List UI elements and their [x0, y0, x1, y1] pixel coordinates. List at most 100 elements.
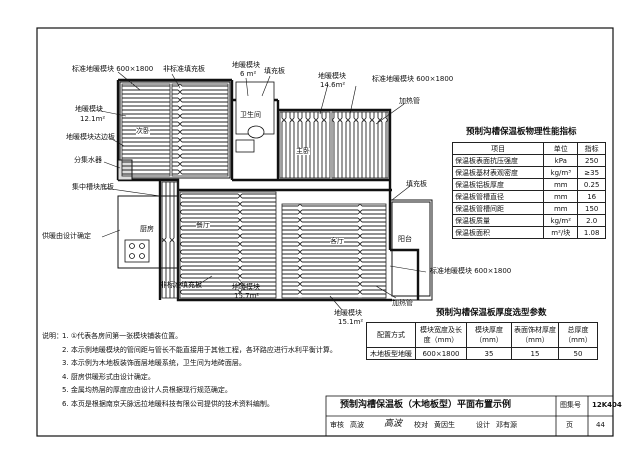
label-loop-board: 地暖模块达边板	[66, 133, 115, 141]
label-heating-pipe-bottom: 加热管	[392, 299, 413, 307]
label-std-module-top-right: 标准地暖模块 600×1800	[372, 75, 454, 83]
page-number: 44	[596, 421, 605, 429]
label-manifold-box: 分集水器	[74, 156, 102, 164]
thickness-table-title: 预制沟槽保温板厚度选型参数	[436, 308, 547, 318]
bathroom-fixtures	[235, 81, 275, 153]
label-floor-module-mid: 地暖模块	[318, 72, 346, 80]
table-header-cell: 单位	[543, 142, 579, 155]
room-kitchen: 厨房	[140, 225, 154, 233]
table-cell: 保温板表面抗压强度	[451, 154, 545, 167]
table-cell: 1.08	[577, 226, 606, 239]
table-cell: 250	[577, 154, 606, 167]
table-header-cell: 模块宽度及长度（mm）	[415, 322, 467, 348]
table-cell: m²/块	[543, 226, 579, 239]
table-cell: kPa	[543, 154, 579, 167]
room-secondary-bedroom: 次卧	[136, 127, 150, 135]
table-cell: 50	[558, 347, 598, 360]
reviewer-signature: 高波	[384, 419, 403, 429]
label-floor-module-small: 地暖模块	[232, 61, 260, 69]
label-fill-board-right: 填充板	[406, 180, 427, 188]
note-item: 4. 厨房供暖形式由设计确定。	[62, 372, 155, 381]
notes-list: 1. ①代表各房间第一张模块铺装位置。 2. 本示例地暖模块的管间距与管长不能直…	[62, 330, 337, 411]
table-cell: 保温板铝板厚度	[451, 178, 545, 191]
label-floor-module-mid-area: 14.6m²	[320, 81, 346, 89]
label-std-module-top-left: 标准地暖模块 600×1800	[72, 65, 154, 73]
label-std-module-right: 标准地暖模块 600×1800	[430, 267, 512, 275]
table-cell: 15	[511, 347, 559, 360]
note-item: 5. 金属均热层的厚度应由设计人员根据现行规范确定。	[62, 386, 232, 394]
table-cell: 保温板管槽直径	[451, 190, 545, 203]
check-label: 校对	[414, 421, 428, 429]
room-master-bedroom: 主卧	[296, 147, 310, 155]
label-floor-module-bottom-area: 15.7m²	[234, 292, 260, 300]
label-floor-module-left-area: 12.1m²	[80, 115, 106, 123]
room-living: 客厅	[330, 237, 344, 245]
drawing-title: 预制沟槽保温板（木地板型）平面布置示例	[340, 400, 512, 410]
table-header-cell: 表面饰材厚度（mm）	[511, 322, 559, 348]
table-header-row: 配置方式 模块宽度及长度（mm） 模块厚度（mm） 表面饰材厚度（mm） 总厚度…	[366, 322, 598, 348]
note-item: 6. 本页是根据南京天脉远拉地暖科技有限公司提供的技术资料编制。	[62, 399, 274, 408]
label-heating-pipe-top: 加热管	[399, 97, 420, 105]
label-nonstd-fill-board-top: 非标准填充板	[163, 65, 205, 73]
atlas-number: 12K404	[592, 401, 622, 409]
atlas-label: 图集号	[560, 401, 581, 409]
table-cell: 保温板管槽间距	[451, 202, 545, 215]
reviewer-name: 高波	[350, 421, 364, 429]
title-block-frame	[325, 395, 614, 437]
room-bathroom: 卫生间	[240, 111, 261, 119]
design-label: 设计	[476, 421, 490, 429]
designer-name: 邓有源	[496, 421, 517, 429]
table-cell: kg/m²	[543, 214, 579, 227]
page-label: 页	[566, 421, 573, 429]
table-header-cell: 模块厚度（mm）	[466, 322, 512, 348]
label-fill-board-top: 填充板	[264, 67, 285, 75]
checker-name: 黄因生	[434, 421, 455, 429]
notes-prefix: 说明：	[42, 332, 63, 340]
properties-table-title: 预制沟槽保温板物理性能指标	[466, 127, 577, 137]
table-cell: 保温板质量	[451, 214, 545, 227]
note-item: 2. 本示例地暖模块的管间距与管长不能直接用于其他工程，各环路应进行水利平衡计算…	[62, 345, 337, 354]
table-cell: kg/m³	[543, 166, 579, 179]
label-collector-cover: 集中槽块底板	[72, 183, 114, 191]
table-cell: 0.25	[577, 178, 606, 191]
room-balcony: 阳台	[398, 235, 412, 243]
table-cell: mm	[543, 202, 579, 215]
table-cell: 保温板基材表观密度	[451, 166, 545, 179]
label-floor-module-bottom: 地暖模块	[232, 283, 260, 291]
table-row: 木地板型地暖 600×1800 35 15 50	[366, 347, 598, 360]
table-header-cell: 总厚度（mm）	[558, 322, 598, 348]
table-cell: ≥35	[577, 166, 606, 179]
room-dining: 餐厅	[196, 221, 210, 229]
label-heating-by-design: 供暖由设计确定	[42, 232, 91, 240]
table-cell: 保温板面积	[451, 226, 545, 239]
table-header-row: 项目 单位 指标	[451, 142, 606, 155]
table-cell: mm	[543, 190, 579, 203]
table-cell: 150	[577, 202, 606, 215]
table-cell: mm	[543, 178, 579, 191]
table-header-cell: 项目	[451, 142, 545, 155]
label-floor-module-living-area: 15.1m²	[338, 318, 364, 326]
table-cell: 木地板型地暖	[366, 347, 416, 360]
table-header-cell: 配置方式	[366, 322, 416, 348]
kitchen-fixtures	[124, 239, 150, 263]
note-item: 1. ①代表各房间第一张模块铺装位置。	[62, 332, 183, 340]
label-floor-module-left: 地暖模块	[75, 105, 103, 113]
note-item: 3. 本示例为木地板装饰面层地暖系统，卫生间为地砖面层。	[62, 359, 246, 367]
label-nonstd-fill-board-bottom: 非标准填充板	[160, 281, 202, 289]
table-header-cell: 指标	[577, 142, 606, 155]
sheet-frame	[36, 27, 614, 437]
label-floor-module-living: 地暖模块	[334, 309, 362, 317]
table-cell: 2.0	[577, 214, 606, 227]
review-label: 审核	[330, 421, 344, 429]
thickness-table: 配置方式 模块宽度及长度（mm） 模块厚度（mm） 表面饰材厚度（mm） 总厚度…	[366, 322, 598, 360]
table-cell: 16	[577, 190, 606, 203]
